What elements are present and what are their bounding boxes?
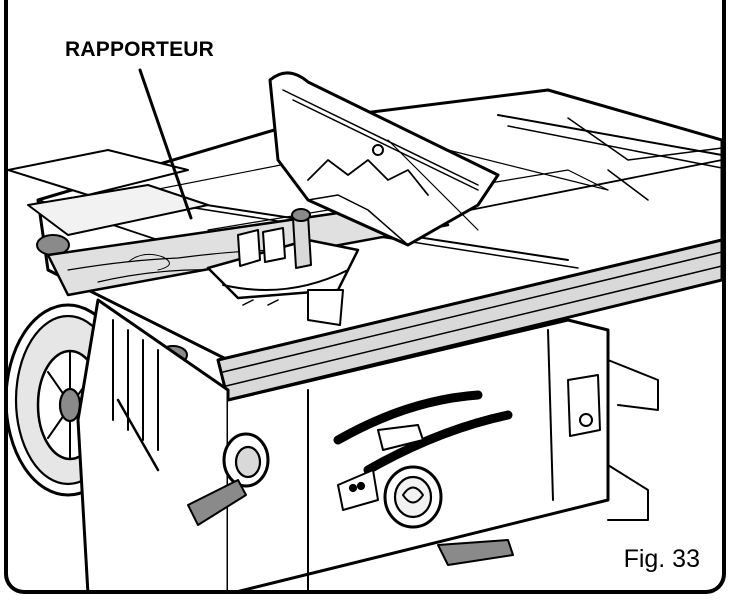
callout-label-rapporteur: RAPPORTEUR — [65, 38, 215, 61]
blade-guard — [268, 71, 500, 247]
figure-label: Fig. 33 — [623, 545, 700, 573]
saw-cabinet — [76, 298, 659, 590]
miter-gauge — [206, 208, 360, 326]
table-saw-illustration — [8, 68, 722, 590]
left-extension — [8, 149, 209, 365]
figure-frame: RAPPORTEUR Fig. 33 — [4, 0, 726, 594]
cabinet-leader-line — [116, 398, 160, 472]
callout-leader-line — [138, 68, 193, 220]
